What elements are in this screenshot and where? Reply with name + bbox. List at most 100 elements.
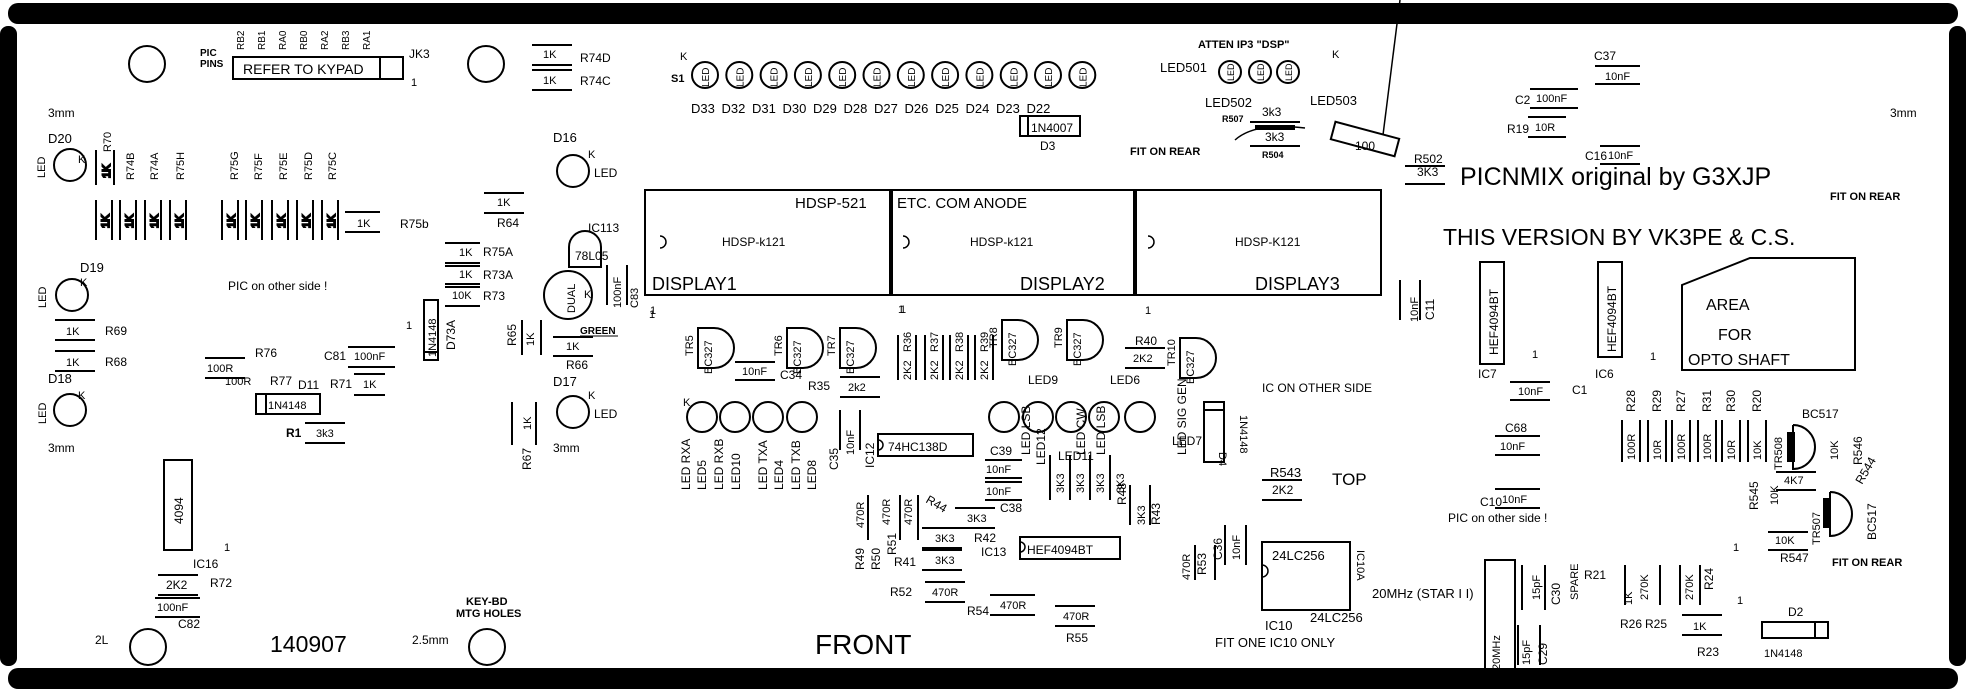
svg-text:IC7: IC7: [1478, 367, 1497, 381]
svg-text:10nF: 10nF: [1500, 441, 1525, 453]
svg-text:R1: R1: [286, 426, 302, 440]
svg-text:FIT ONE IC10 ONLY: FIT ONE IC10 ONLY: [1215, 635, 1335, 650]
svg-text:10nF: 10nF: [1502, 494, 1527, 506]
svg-text:R77: R77: [270, 374, 292, 388]
top-led: [965, 61, 994, 89]
top-led-ref: D30: [783, 101, 807, 116]
svg-text:TR508: TR508: [1773, 437, 1785, 470]
svg-text:ETC. COM ANODE: ETC. COM ANODE: [897, 195, 1027, 212]
mid-led-label: LED RXA: [679, 439, 693, 490]
svg-text:R74B: R74B: [125, 152, 137, 180]
res-value: 1K: [100, 214, 112, 228]
svg-text:100nF: 100nF: [157, 602, 188, 614]
svg-text:R49: R49: [853, 548, 867, 570]
top-led-label: LED: [907, 68, 918, 87]
d19-k: K: [80, 277, 88, 289]
svg-text:C34: C34: [780, 368, 802, 382]
jk3-pins-caption: PIC: [200, 48, 217, 59]
svg-text:1K: 1K: [543, 75, 557, 87]
svg-text:K: K: [584, 289, 592, 301]
left-leds: 3mm D20 LED K D19 LED K D18 LED K 3mm D1…: [36, 106, 618, 455]
svg-text:1: 1: [649, 309, 655, 321]
svg-text:LED502: LED502: [1205, 95, 1252, 110]
svg-text:3K3: 3K3: [967, 513, 987, 525]
top-led-ref: D25: [935, 101, 959, 116]
svg-text:C10: C10: [1480, 495, 1502, 509]
svg-text:3K3: 3K3: [935, 555, 955, 567]
jk3-pin-ra2: RA2: [320, 30, 331, 50]
right-section: C37 10nF C2 100nF R19 10R C16 10nF 3mm P…: [1399, 49, 1917, 673]
svg-text:1K: 1K: [1693, 621, 1707, 633]
svg-text:R42: R42: [974, 531, 996, 545]
svg-text:15pF: 15pF: [1531, 575, 1543, 600]
res-value: 10R: [1726, 440, 1738, 460]
svg-text:AREA: AREA: [1706, 297, 1750, 314]
svg-text:HEF4094BT: HEF4094BT: [1605, 285, 1619, 352]
res-ref: R36: [902, 332, 914, 352]
svg-text:3mm: 3mm: [1890, 106, 1917, 120]
svg-text:R75E: R75E: [278, 152, 290, 180]
svg-text:140907: 140907: [270, 631, 347, 657]
top-led: [999, 61, 1028, 89]
top-led-label: LED: [975, 68, 986, 87]
svg-text:IC113: IC113: [588, 221, 619, 235]
svg-text:15pF: 15pF: [1521, 640, 1533, 665]
svg-text:10nF: 10nF: [742, 366, 767, 378]
svg-text:1K: 1K: [363, 379, 377, 391]
res-value: 1K: [326, 214, 338, 228]
top-led-ref: D29: [813, 101, 837, 116]
res-value: 3K3: [1115, 473, 1127, 493]
top-led: [759, 61, 788, 89]
svg-text:HEF4094BT: HEF4094BT: [1487, 288, 1501, 355]
top-led: [828, 61, 857, 89]
mid-led-label: LED RXB: [712, 439, 726, 490]
svg-text:TOP: TOP: [1332, 470, 1367, 489]
svg-text:10K: 10K: [452, 290, 472, 302]
svg-text:R48: R48: [1115, 483, 1129, 505]
res-value: 1K: [174, 214, 186, 228]
top-led-label: LED: [770, 68, 781, 87]
svg-text:BC517: BC517: [1802, 407, 1839, 421]
svg-text:PIC on other side !: PIC on other side !: [228, 279, 327, 293]
svg-text:R75F: R75F: [253, 153, 265, 180]
svg-text:1: 1: [1733, 542, 1739, 554]
top-led: [896, 61, 925, 89]
svg-text:HEF4094BT: HEF4094BT: [1027, 543, 1094, 557]
svg-text:BC327: BC327: [792, 340, 804, 374]
svg-text:1: 1: [650, 305, 656, 317]
svg-text:TR7: TR7: [826, 335, 838, 356]
top-led: [862, 61, 891, 89]
svg-text:IC13: IC13: [981, 545, 1007, 559]
svg-text:C11: C11: [1423, 299, 1437, 320]
svg-text:TR9: TR9: [1053, 327, 1065, 348]
svg-text:R75C: R75C: [327, 152, 339, 180]
svg-text:1: 1: [224, 542, 230, 554]
svg-text:R76: R76: [255, 346, 277, 360]
svg-text:R23: R23: [1697, 645, 1719, 659]
mid-led-label: LED CW: [1074, 408, 1088, 455]
top-led: [931, 61, 960, 89]
svg-text:R19: R19: [1507, 122, 1529, 136]
top-led-ref: D31: [752, 101, 776, 116]
mid-led-label: LED8: [805, 460, 819, 490]
svg-text:R64: R64: [497, 216, 519, 230]
svg-text:470R: 470R: [932, 587, 958, 599]
svg-text:HDSP-521: HDSP-521: [795, 195, 867, 212]
svg-text:R504: R504: [1262, 150, 1284, 160]
res-value: 1K: [101, 164, 113, 178]
svg-text:IC10A: IC10A: [1354, 550, 1366, 581]
hole-3mm-1: 3mm: [48, 106, 75, 120]
svg-text:R40: R40: [1135, 334, 1157, 348]
svg-text:ATTEN IP3 "DSP": ATTEN IP3 "DSP": [1198, 39, 1290, 51]
svg-text:R69: R69: [105, 324, 127, 338]
svg-text:DISPLAY1: DISPLAY1: [652, 274, 737, 294]
svg-text:1K: 1K: [543, 49, 557, 61]
svg-text:R74C: R74C: [580, 74, 611, 88]
top-led-ref: D22: [1027, 101, 1051, 116]
res-value: 2K2: [902, 360, 914, 380]
svg-text:1K: 1K: [66, 326, 80, 338]
svg-text:1N4148: 1N4148: [268, 400, 307, 412]
